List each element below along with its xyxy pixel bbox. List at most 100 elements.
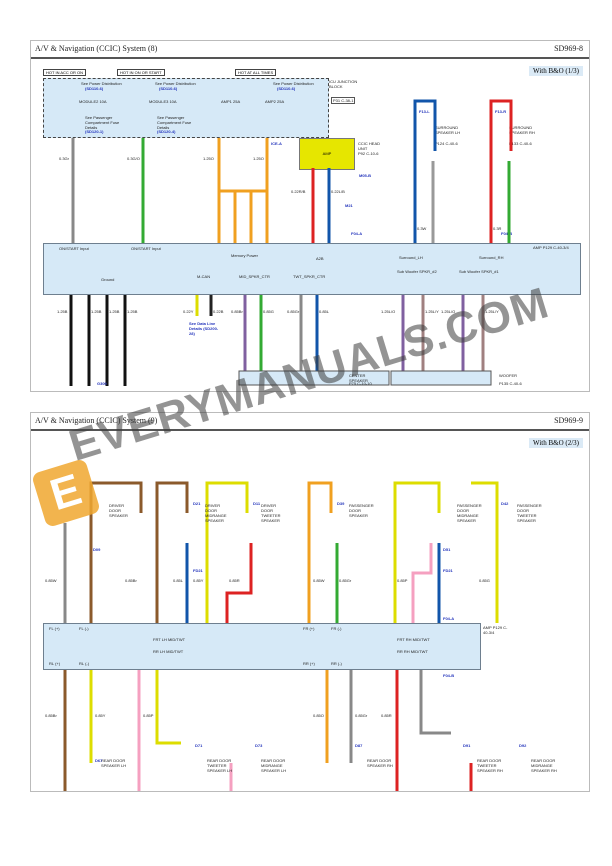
power-code[interactable]: (SD110-6): [277, 86, 296, 91]
ground-label: G300: [97, 381, 107, 386]
amp-pin-label: RR (-): [331, 661, 342, 666]
speaker-label: REAR DOOR SPEAKER RH: [367, 758, 393, 768]
connector-id: D67: [95, 758, 103, 763]
wire-label: 0.85Br: [231, 309, 243, 314]
wire-label: 0.85O: [313, 713, 324, 718]
panel-title: A/V & Navigation (CCIC) System (9): [35, 416, 158, 425]
wire-label: 0.22R/B: [291, 189, 306, 194]
amp-pin-label: TWT_SPKR_CTR: [293, 274, 326, 279]
wire-label: 0.85Gr: [355, 713, 368, 718]
wire-label: 1.25L/O: [381, 309, 396, 314]
wire-label: 0.22B: [213, 309, 224, 314]
amp-pin-label: Surround_LH: [399, 255, 423, 260]
speaker-label: SURROUND SPEAKER RH: [509, 125, 535, 135]
speaker-ref: P124 C-40-6: [435, 141, 458, 146]
power-ref: See Power Distribution: [273, 81, 314, 86]
connector-id: F04-B: [501, 231, 513, 236]
fuse-code[interactable]: (SD120-4): [157, 129, 176, 134]
wiring-lines: [63, 481, 499, 791]
speaker-label: DRIVER DOOR MIDRANGE SPEAKER: [205, 503, 227, 523]
speaker-label: WOOFER: [499, 373, 517, 378]
data-line-ref[interactable]: See Data Line Details (SD200-28): [189, 321, 219, 336]
wire-label: 0.85Br: [125, 578, 137, 583]
connector-id: F13-L: [419, 109, 430, 114]
amp-pin-label: Sub Woofer SPKR_#2: [397, 269, 437, 274]
diagram-panel-9: A/V & Navigation (CCIC) System (9) SD969…: [30, 412, 590, 792]
head-unit-ref: P92 C-10-6: [358, 151, 379, 156]
speaker-label: REAR DOOR TWEETER SPEAKER RH: [477, 758, 503, 773]
amp-ref: AMP P129 C-40-3/4: [483, 625, 508, 635]
wire-label: 0.3R: [493, 226, 502, 231]
amp-pin-label: Memory Power: [231, 253, 258, 258]
power-code[interactable]: (SD110-6): [85, 86, 104, 91]
speaker-label: SURROUND SPEAKER LH: [435, 125, 461, 135]
speaker-label: PASSENGER DOOR SPEAKER: [349, 503, 374, 518]
connector-id: D71: [195, 743, 203, 748]
amp-pin-label: ON/START Input: [131, 246, 161, 251]
connector-id: M05-B: [359, 173, 372, 178]
speaker-label: PASSENGER DOOR TWEETER SPEAKER: [517, 503, 542, 523]
wire-label: 1.25L/Y: [485, 309, 499, 314]
speaker-ref: P135 C-40-6: [499, 381, 522, 386]
speaker-label: CENTER SPEAKER: [349, 373, 368, 383]
wire-label: 1.25B: [127, 309, 138, 314]
wire-label: 0.85P: [397, 578, 408, 583]
wire-label: 1.25L/Y: [425, 309, 439, 314]
speaker-label: REAR DOOR MIDRANGE SPEAKER RH: [531, 758, 557, 773]
panel-title: A/V & Navigation (CCIC) System (8): [35, 44, 158, 53]
wire-label: 1.25O: [203, 156, 214, 161]
wire-label: 0.85G: [263, 309, 274, 314]
amp-ref: AMP P129 C-40-3/4: [533, 245, 569, 250]
wire-label: 0.85Y: [95, 713, 106, 718]
divider: [31, 57, 589, 59]
speaker-ref: P133 C-40-6: [509, 141, 532, 146]
amp-pin-label: RL (-): [79, 661, 90, 666]
amp-connector-block: [43, 623, 481, 670]
amp-label: AMP: [322, 151, 332, 156]
wiring-lines: [69, 99, 513, 386]
diagram-code: SD969-8: [554, 44, 583, 53]
wire-label: 0.3Gr: [59, 156, 70, 161]
icu-label: ICU JUNCTION BLOCK: [329, 79, 358, 89]
head-unit-label: CCIC HEAD UNIT: [358, 141, 381, 151]
wire-label: 0.85Br: [45, 713, 57, 718]
fuse-ref: See Passenger Compartment Fuse Details: [85, 115, 120, 130]
divider: [31, 429, 589, 431]
connector-id: F04-A: [351, 231, 363, 236]
connector-id: D09: [93, 547, 101, 552]
connector-id: ICE-A: [271, 141, 282, 146]
wire-label: 0.85L: [319, 309, 330, 314]
amp-pin-label: RR RH MID/TWT: [397, 649, 428, 654]
power-ref: See Power Distribution: [155, 81, 196, 86]
amp-pin-label: Ground: [101, 277, 115, 282]
wire-label: 0.85R: [229, 578, 240, 583]
amp-pin-label: FL (+): [49, 626, 60, 631]
connector-id: D91: [463, 743, 471, 748]
amp-pin-label: Surround_RH: [479, 255, 504, 260]
fuse-label: AMP1 25A: [221, 99, 241, 104]
speaker-label: REAR DOOR SPEAKER LH: [101, 758, 127, 768]
amp-pin-label: MID_SPKR_CTR: [239, 274, 270, 279]
connector-id: FD21: [443, 568, 453, 573]
icu-ref: P31 C-38-1: [331, 97, 356, 104]
connector-id: F04-A: [443, 616, 455, 621]
fuse-label: MODULE3 10A: [149, 99, 177, 104]
speaker-label: DRIVER DOOR SPEAKER: [109, 503, 128, 518]
power-ref: See Power Distribution: [81, 81, 122, 86]
speaker-label: PASSENGER DOOR MIDRANGE SPEAKER: [457, 503, 482, 523]
wire-label: 0.85Gr: [339, 578, 352, 583]
wire-label: 0.22Y: [183, 309, 194, 314]
fuse-ref: See Passenger Compartment Fuse Details: [157, 115, 192, 130]
power-code[interactable]: (SD110-6): [159, 86, 178, 91]
fuse-code[interactable]: (SD120-1): [85, 129, 104, 134]
speaker-label: DRIVER DOOR TWEETER SPEAKER: [261, 503, 281, 523]
wire-label: 1.25B: [91, 309, 102, 314]
speaker-label: REAR DOOR MIDRANGE SPEAKER LH: [261, 758, 287, 773]
connector-id: D21: [193, 501, 201, 506]
wire-label: 0.3W: [417, 226, 427, 231]
hot-label: HOT AT ALL TIMES: [235, 69, 277, 76]
amp-pin-label: FL (-): [79, 626, 89, 631]
wire-label: 0.85Y: [193, 578, 204, 583]
amp-connector-block: [43, 243, 581, 295]
diagram-panel-8: A/V & Navigation (CCIC) System (8) SD969…: [30, 40, 590, 392]
